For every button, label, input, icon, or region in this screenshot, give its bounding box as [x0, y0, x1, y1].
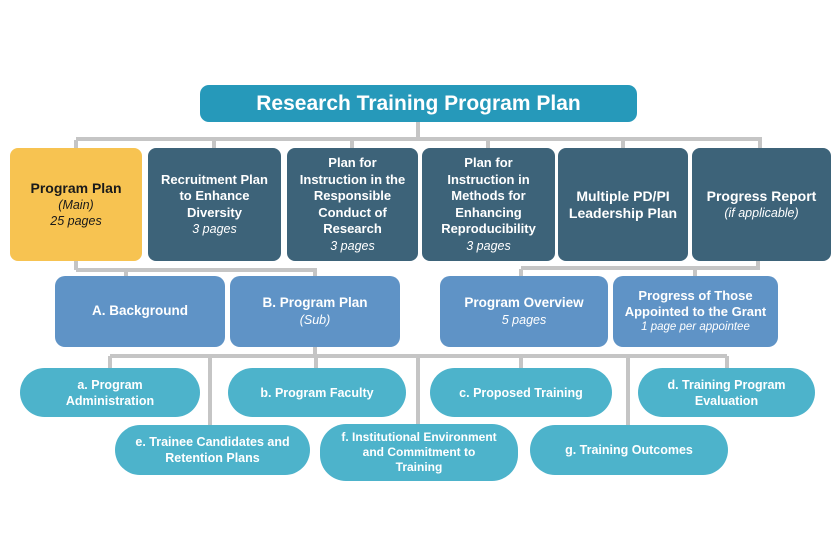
- node-progress-report: Progress Report (if applicable): [692, 148, 831, 261]
- node-program-overview: Program Overview 5 pages: [440, 276, 608, 347]
- connector-drop: [621, 140, 625, 148]
- connector-drop: [758, 140, 762, 148]
- node-label: Multiple PD/PI Leadership Plan: [568, 188, 678, 221]
- node-subtitle: (Sub): [299, 312, 331, 327]
- connector-drop: [725, 356, 729, 368]
- connector-drop: [350, 140, 354, 148]
- connector-drop: [693, 269, 697, 277]
- node-label: A. Background: [91, 303, 188, 319]
- node-program-plan-sub: B. Program Plan (Sub): [230, 276, 400, 347]
- node-label: d. Training Program Evaluation: [667, 377, 786, 408]
- node-leadership-plan: Multiple PD/PI Leadership Plan: [558, 148, 688, 261]
- connector-drop: [313, 271, 317, 277]
- node-label: Program Overview: [464, 295, 584, 311]
- node-label: Program Plan: [30, 180, 122, 196]
- node-label: B. Program Plan: [262, 295, 368, 311]
- node-program-faculty: b. Program Faculty: [228, 368, 406, 417]
- node-subtitle: 1 page per appointee: [641, 321, 750, 333]
- node-label: f. Institutional Environment and Commitm…: [341, 430, 497, 474]
- node-institutional-environment: f. Institutional Environment and Commitm…: [320, 424, 518, 481]
- node-program-administration: a. Program Administration: [20, 368, 200, 417]
- connector-bus-progress: [521, 266, 760, 270]
- connector-bus-row2: [76, 137, 762, 141]
- connector-drop: [124, 271, 128, 277]
- connector-stub: [74, 261, 78, 270]
- connector-drop: [208, 356, 212, 425]
- connector-bus-ab: [76, 268, 317, 272]
- node-label: Progress of Those Appointed to the Grant: [624, 288, 767, 319]
- node-pages: 3 pages: [466, 238, 511, 253]
- node-pages: 3 pages: [330, 238, 375, 253]
- node-subtitle: 5 pages: [501, 312, 547, 327]
- node-label: Progress Report: [706, 188, 817, 205]
- connector-drop: [314, 356, 318, 368]
- node-subtitle: (Main): [58, 198, 94, 212]
- node-label: g. Training Outcomes: [565, 443, 693, 457]
- connector-drop: [519, 356, 523, 368]
- connector-drop: [519, 269, 523, 277]
- node-label: Plan for Instruction in the Responsible …: [299, 155, 406, 237]
- connector-drop: [74, 140, 78, 148]
- connector-drop: [212, 140, 216, 148]
- title-label: Research Training Program Plan: [256, 91, 581, 115]
- connector-drop: [416, 356, 420, 425]
- node-training-program-evaluation: d. Training Program Evaluation: [638, 368, 815, 417]
- node-background: A. Background: [55, 276, 225, 347]
- node-label: a. Program Administration: [65, 377, 155, 408]
- node-label: c. Proposed Training: [459, 385, 583, 400]
- node-subtitle: (if applicable): [724, 205, 799, 220]
- node-progress-appointed: Progress of Those Appointed to the Grant…: [613, 276, 778, 347]
- node-label: Plan for Instruction in Methods for Enha…: [441, 155, 536, 237]
- connector-title-stub: [416, 122, 420, 139]
- connector-drop: [108, 356, 112, 368]
- node-responsible-conduct-plan: Plan for Instruction in the Responsible …: [287, 148, 418, 261]
- title-research-training-program-plan: Research Training Program Plan: [200, 85, 637, 122]
- node-program-plan-main: Program Plan (Main) 25 pages: [10, 148, 142, 261]
- connector-stub: [313, 347, 317, 356]
- node-label: e. Trainee Candidates and Retention Plan…: [135, 435, 290, 465]
- connector-drop: [626, 356, 630, 425]
- node-pages: 3 pages: [192, 222, 237, 237]
- node-label: Recruitment Plan to Enhance Diversity: [161, 171, 268, 220]
- node-reproducibility-plan: Plan for Instruction in Methods for Enha…: [422, 148, 555, 261]
- connector-stub: [756, 261, 760, 269]
- node-trainee-candidates: e. Trainee Candidates and Retention Plan…: [115, 425, 310, 475]
- node-training-outcomes: g. Training Outcomes: [530, 425, 728, 475]
- node-label: b. Program Faculty: [260, 385, 374, 400]
- node-pages: 25 pages: [50, 214, 102, 228]
- connector-drop: [486, 140, 490, 148]
- node-recruitment-plan: Recruitment Plan to Enhance Diversity 3 …: [148, 148, 281, 261]
- node-proposed-training: c. Proposed Training: [430, 368, 612, 417]
